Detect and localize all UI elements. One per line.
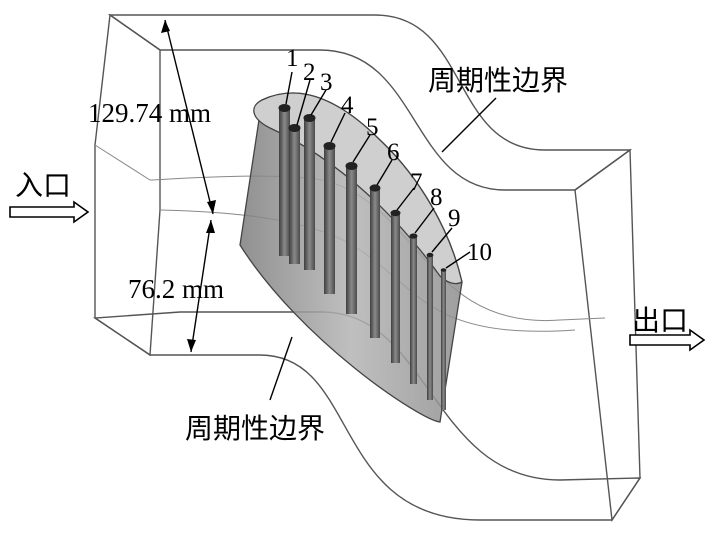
tube-6-top <box>369 184 381 192</box>
hole-label-6: 6 <box>387 139 400 166</box>
hole-label-3: 3 <box>320 69 333 96</box>
tube-8-top <box>409 233 418 239</box>
inlet-label: 入口 <box>15 169 71 202</box>
hole-label-5: 5 <box>366 114 379 141</box>
hole-leader-lines <box>285 71 471 269</box>
outlet-label: 出口 <box>632 304 688 337</box>
periodic-boundary-bottom-label: 周期性边界 <box>185 412 325 445</box>
dimension-upper <box>161 19 216 215</box>
tube-6 <box>370 188 380 338</box>
dimension-upper-label: 129.74 mm <box>88 98 211 128</box>
tube-1 <box>279 108 290 256</box>
hole-label-9: 9 <box>448 205 461 232</box>
dimension-lower-label: 76.2 mm <box>128 274 224 304</box>
tube-10-top <box>440 268 447 272</box>
tube-3 <box>304 118 315 270</box>
outlet-arrow-icon <box>629 328 706 352</box>
hole-label-7: 7 <box>410 169 423 196</box>
hole-label-2: 2 <box>303 59 316 86</box>
dimension-lower <box>187 219 215 353</box>
tube-5-top <box>345 162 358 170</box>
tube-7-top <box>390 209 401 217</box>
tube-1-top <box>278 104 291 112</box>
periodic-boundary-top-leader <box>441 97 497 153</box>
hole-label-1: 1 <box>286 45 299 72</box>
cooling-tubes <box>278 104 447 410</box>
tube-4-top <box>323 142 336 150</box>
inlet-face <box>94 13 161 357</box>
periodic-boundary-top-label: 周期性边界 <box>428 64 568 97</box>
periodic-boundary-bottom-leader <box>269 336 293 401</box>
hole-label-10: 10 <box>467 239 492 266</box>
inlet-arrow-icon <box>9 200 90 224</box>
tube-2-top <box>288 124 301 132</box>
tube-7 <box>391 213 400 363</box>
tube-9-top <box>426 252 434 258</box>
outlet-face <box>574 148 641 522</box>
tube-10 <box>441 270 446 410</box>
hole-label-4: 4 <box>341 92 354 119</box>
tube-4 <box>324 146 335 294</box>
tube-3-top <box>303 114 316 122</box>
tube-8 <box>410 236 417 384</box>
tube-2 <box>289 128 300 264</box>
tube-5 <box>346 166 357 314</box>
tube-9 <box>427 255 433 400</box>
hole-label-8: 8 <box>430 184 443 211</box>
